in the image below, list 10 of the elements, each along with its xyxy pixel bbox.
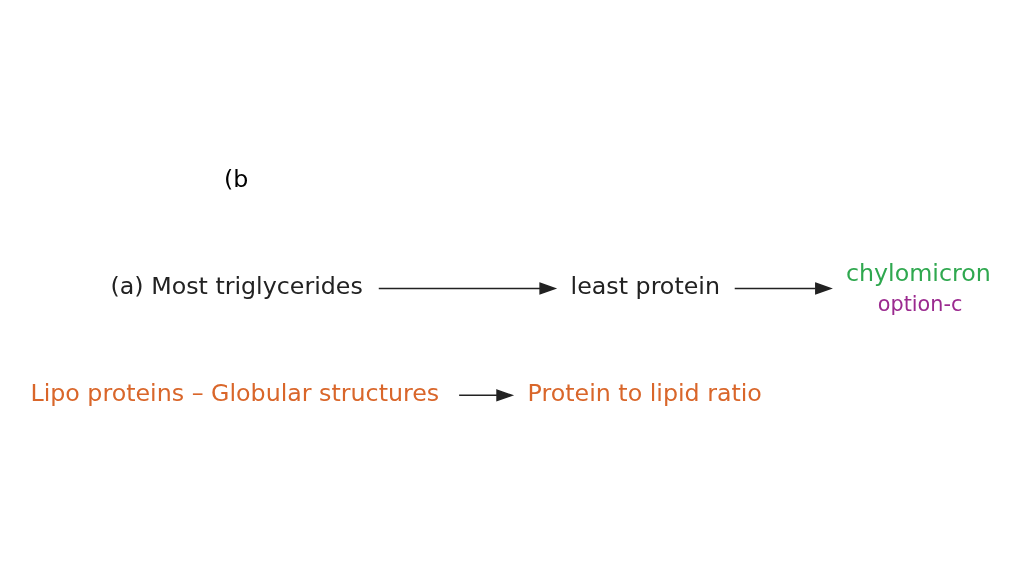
node-text: chylomicron: [845, 258, 991, 287]
label: (b: [224, 164, 249, 193]
arrow: [734, 281, 833, 295]
arrow: [378, 281, 558, 295]
node-text: Protein to lipid ratio: [527, 378, 762, 407]
node-text: least protein: [570, 271, 720, 300]
node-text: (a) Most triglycerides: [110, 271, 363, 300]
node-text: Lipo proteins – Globular structures: [30, 378, 440, 407]
node-label: option-c: [877, 291, 963, 316]
arrow: [458, 388, 515, 402]
